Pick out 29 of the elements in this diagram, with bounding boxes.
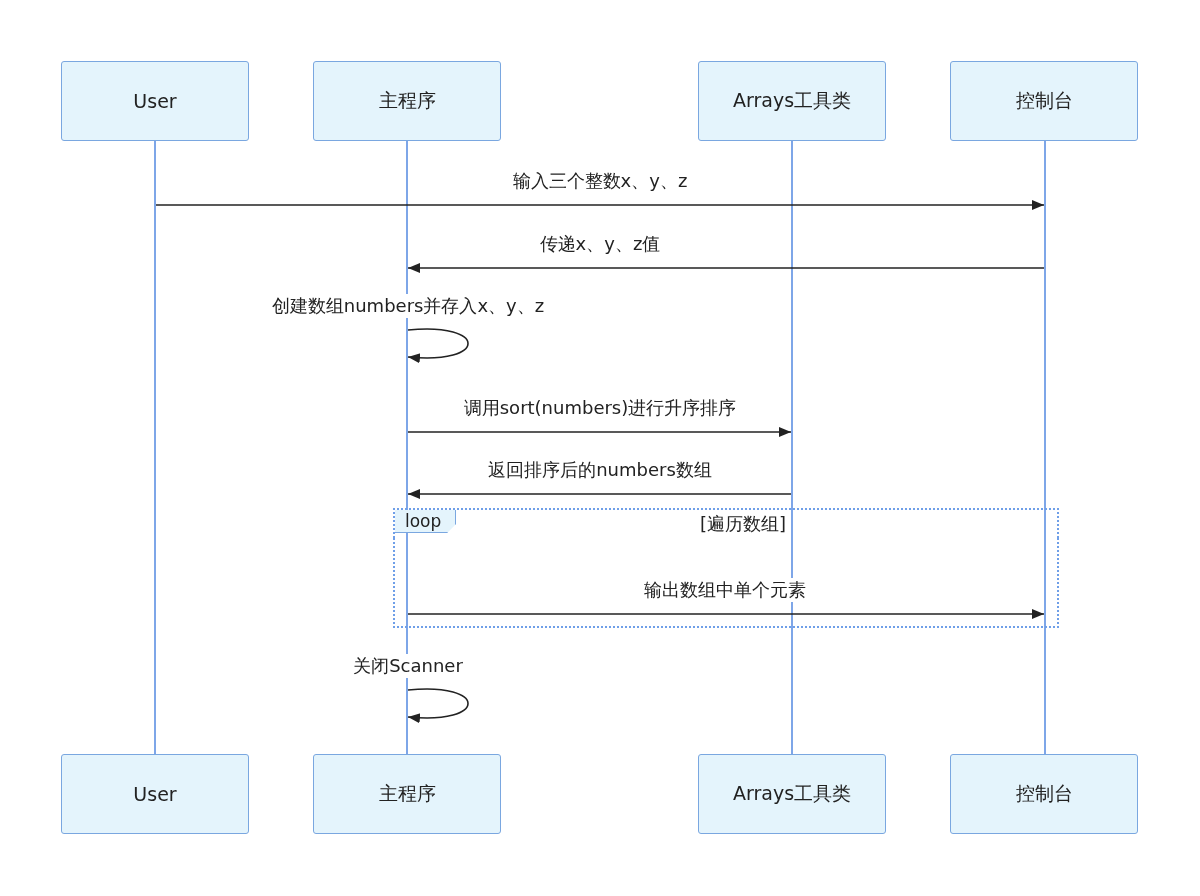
message-arrow (407, 489, 792, 499)
message-label: 返回排序后的numbers数组 (486, 458, 714, 482)
message-arrow (155, 200, 1045, 210)
self-message-arrow (407, 688, 469, 723)
participant-box: 控制台 (950, 61, 1138, 141)
loop-tag: loop (395, 510, 457, 533)
participant-box: 控制台 (950, 754, 1138, 834)
lifeline (406, 141, 408, 754)
participant-box: Arrays工具类 (698, 754, 886, 834)
message-label: 传递x、y、z值 (537, 232, 663, 256)
participant-box: 主程序 (313, 754, 501, 834)
message-label: 输入三个整数x、y、z (510, 169, 690, 193)
participant-box: User (61, 754, 249, 834)
message-arrow (407, 427, 792, 437)
message-arrow (407, 263, 1045, 273)
message-label: 输出数组中单个元素 (642, 578, 808, 602)
participant-box: 主程序 (313, 61, 501, 141)
participant-box: User (61, 61, 249, 141)
lifeline (154, 141, 156, 754)
message-label: 关闭Scanner (351, 654, 465, 678)
lifeline (1044, 141, 1046, 754)
participant-box: Arrays工具类 (698, 61, 886, 141)
lifeline (791, 141, 793, 754)
message-label: 创建数组numbers并存入x、y、z (269, 294, 547, 318)
message-label: 调用sort(numbers)进行升序排序 (461, 396, 739, 420)
self-message-arrow (407, 328, 469, 363)
loop-condition: [遍历数组] (700, 512, 786, 536)
message-arrow (407, 609, 1045, 619)
loop-frame (393, 508, 1059, 538)
